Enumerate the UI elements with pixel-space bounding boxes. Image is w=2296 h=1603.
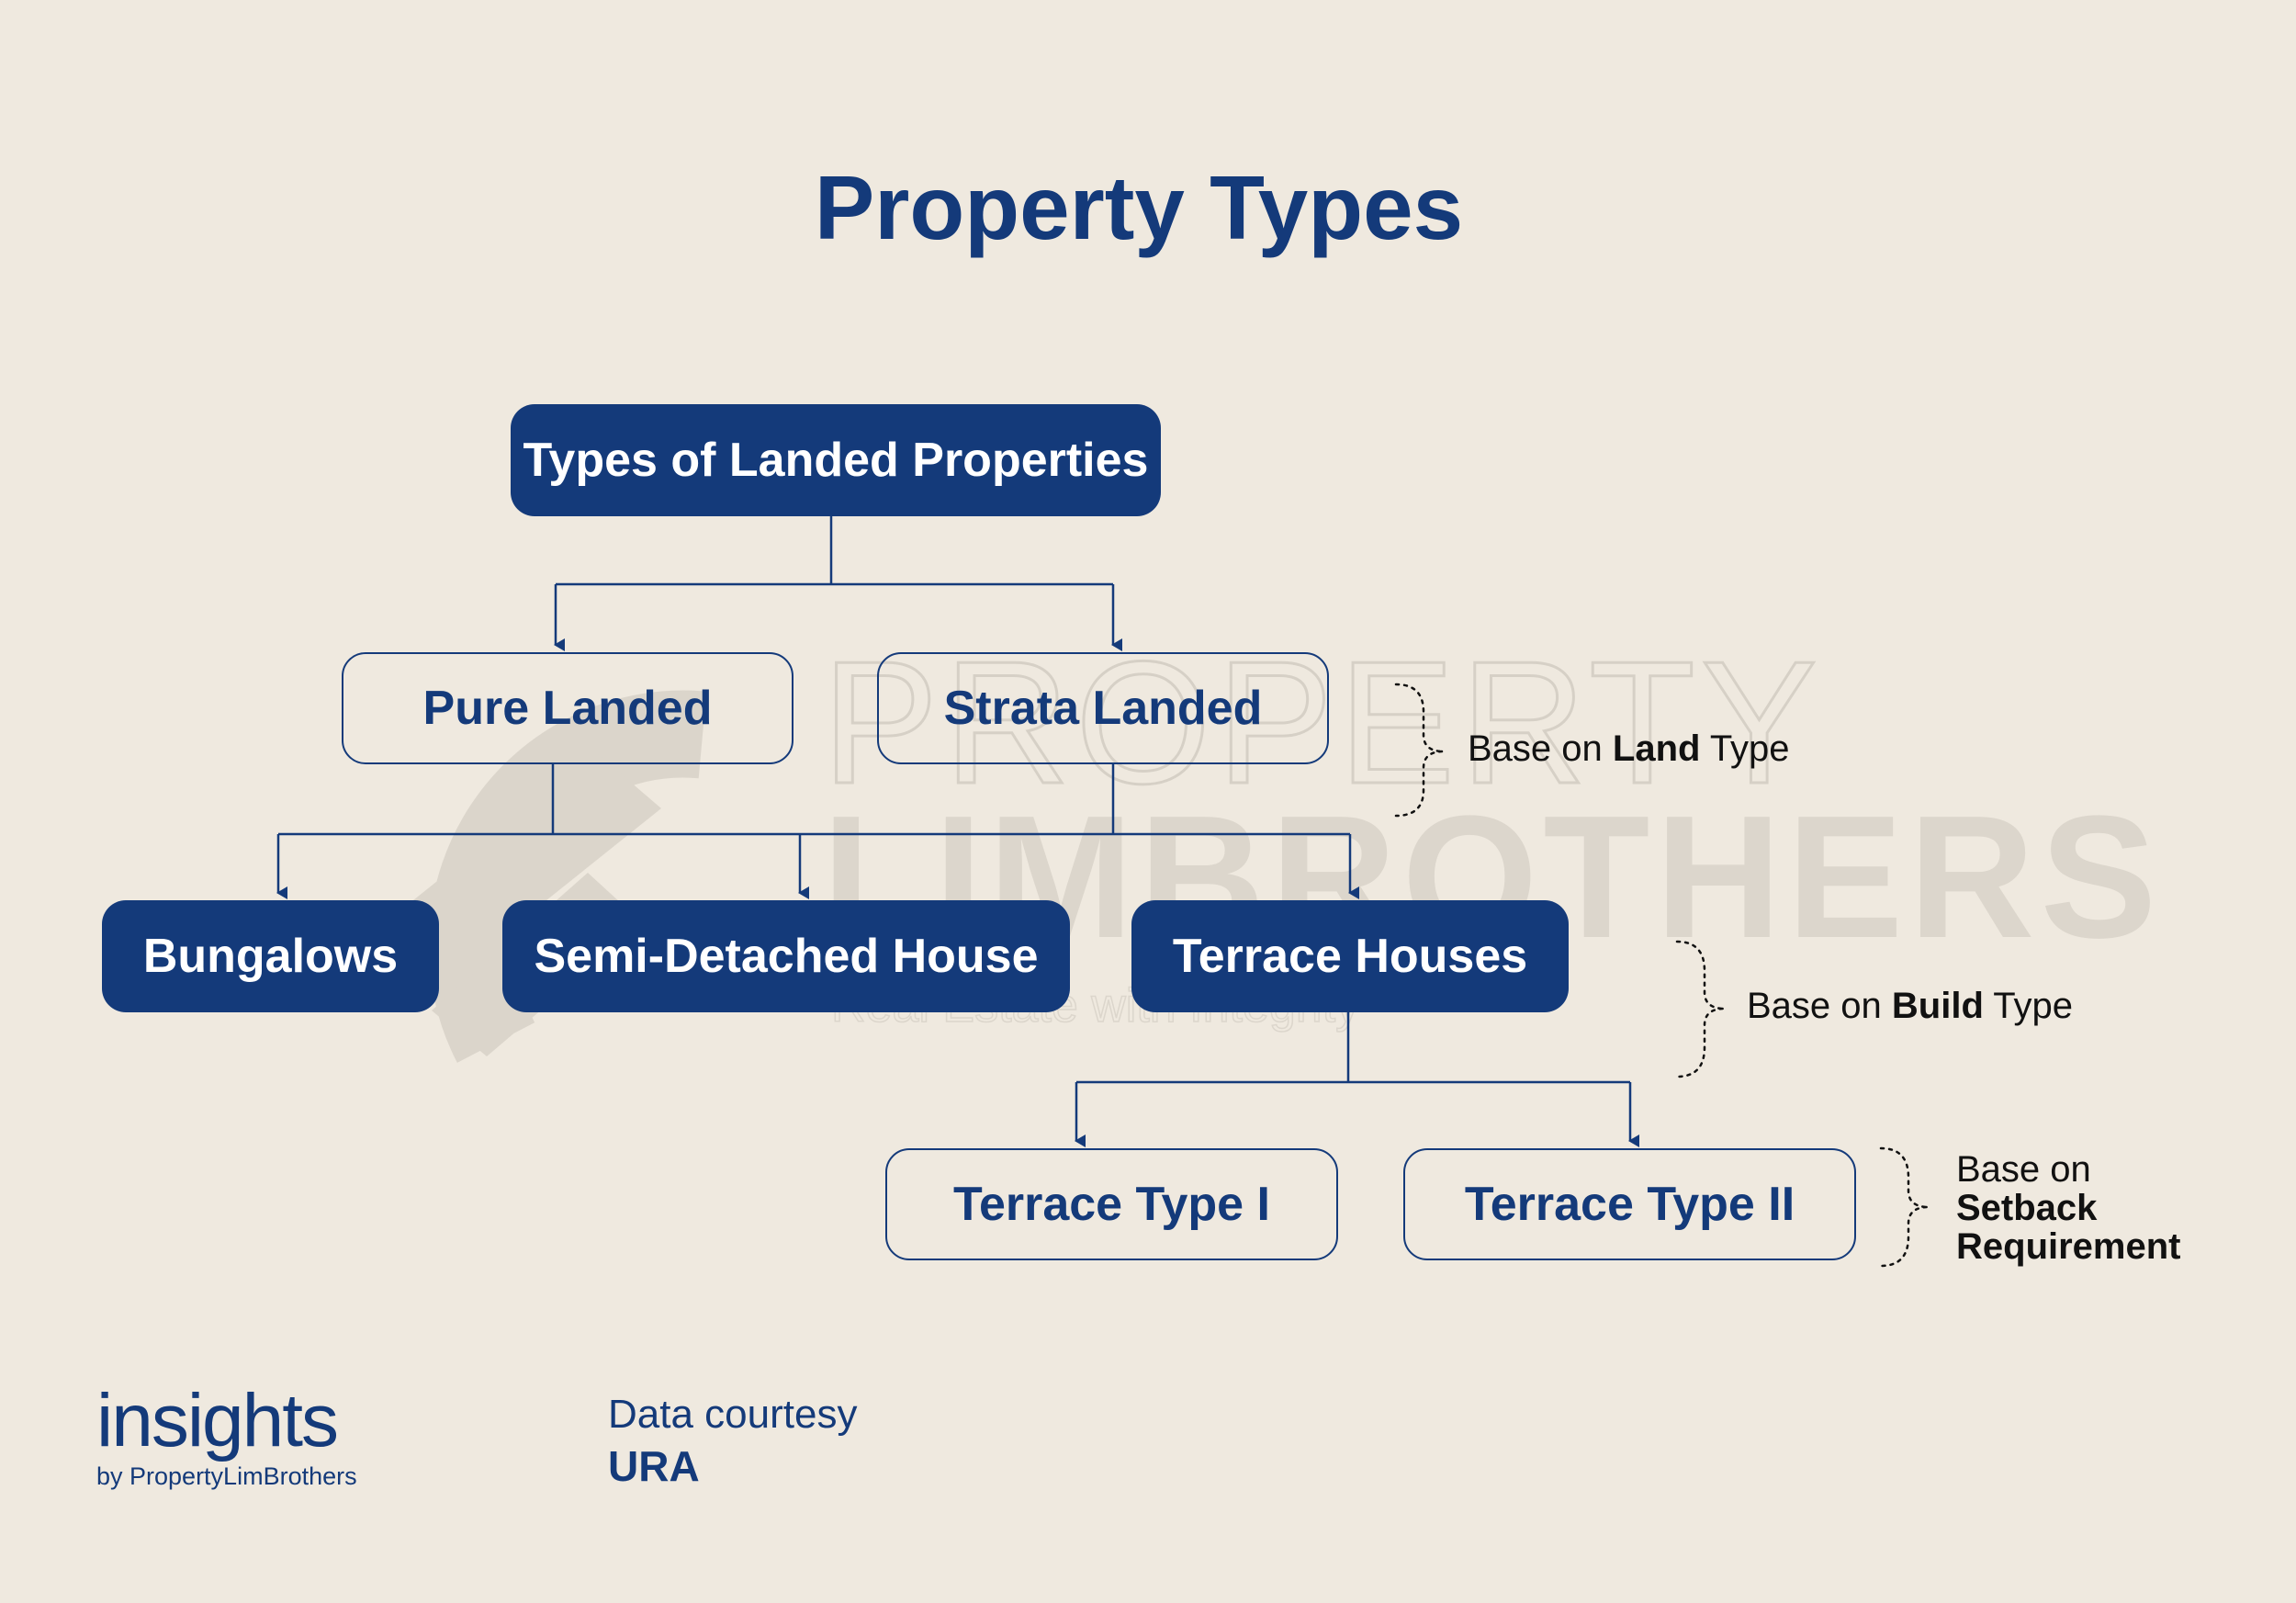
note-land-suffix: Type <box>1700 728 1790 769</box>
node-pure-landed: Pure Landed <box>342 652 793 764</box>
node-bungalows: Bungalows <box>102 900 439 1012</box>
note-setback-bold-1: Setback <box>1956 1188 2098 1228</box>
node-terrace-type-1: Terrace Type I <box>885 1148 1338 1260</box>
note-land-type: Base on Land Type <box>1468 729 1790 768</box>
brand-logo: insights <box>96 1379 339 1462</box>
note-build-type: Base on Build Type <box>1747 987 2073 1025</box>
data-courtesy-source: URA <box>608 1442 700 1490</box>
note-build-bold: Build <box>1891 986 1984 1026</box>
note-setback-bold-2: Requirement <box>1956 1226 2181 1267</box>
brace-setback <box>1879 1146 1930 1268</box>
node-strata-landed: Strata Landed <box>877 652 1329 764</box>
note-build-prefix: Base on <box>1747 986 1892 1026</box>
data-courtesy-label: Data courtesy <box>608 1392 858 1437</box>
brace-land-type <box>1394 683 1445 818</box>
node-semi-detached-house: Semi-Detached House <box>502 900 1070 1012</box>
node-types-of-landed-properties: Types of Landed Properties <box>511 404 1161 516</box>
node-terrace-houses: Terrace Houses <box>1131 900 1569 1012</box>
node-terrace-type-2: Terrace Type II <box>1403 1148 1856 1260</box>
page-title: Property Types <box>814 157 1464 258</box>
note-setback-prefix: Base on <box>1956 1149 2091 1190</box>
brace-build-type <box>1675 940 1726 1078</box>
brand-byline: by PropertyLimBrothers <box>96 1462 357 1490</box>
note-land-bold: Land <box>1612 728 1701 769</box>
note-build-suffix: Type <box>1983 986 2073 1026</box>
note-setback: Base on Setback Requirement <box>1956 1150 2181 1266</box>
note-land-prefix: Base on <box>1468 728 1613 769</box>
